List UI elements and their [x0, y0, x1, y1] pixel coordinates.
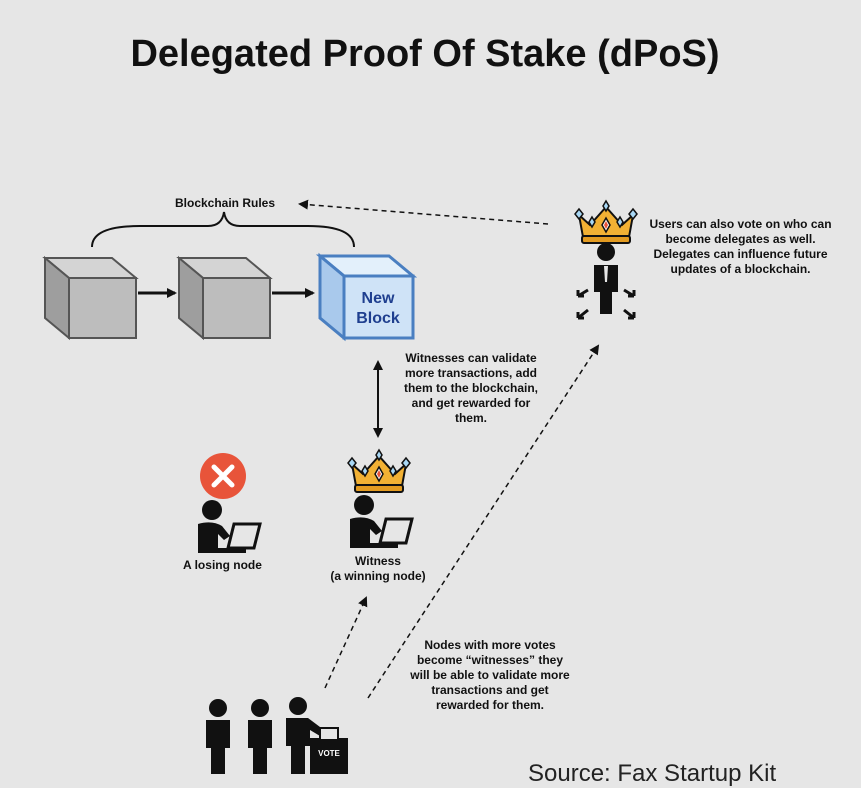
laptop-person-icon	[198, 500, 262, 553]
nodes-votes-note: Nodes with more votes become “witnesses”…	[410, 638, 570, 712]
witness-label: Witness (a winning node)	[318, 554, 438, 584]
block-1	[42, 255, 139, 341]
blockchain-rules-brace	[91, 211, 355, 248]
crown-icon	[347, 448, 411, 493]
new-block-label-line2: Block	[356, 310, 400, 327]
losing-node-label: A losing node	[183, 558, 262, 572]
block-2	[176, 255, 273, 341]
new-block: New Block	[315, 252, 418, 342]
users-vote-note: Users can also vote on who can become de…	[649, 217, 832, 276]
ballot-label: VOTE	[318, 749, 340, 758]
voters-to-witness-arrow	[324, 596, 368, 689]
winning-node-subtitle: (a winning node)	[330, 569, 426, 583]
page-title: Delegated Proof Of Stake (dPoS)	[130, 33, 720, 75]
x-badge-icon	[200, 453, 246, 499]
blockchain-rules-label: Blockchain Rules	[174, 196, 276, 210]
witness-title: Witness	[355, 554, 401, 568]
new-block-label-line1: New	[362, 290, 395, 307]
ballot-box-icon: VOTE	[310, 727, 348, 774]
crown-icon	[574, 199, 638, 244]
voters-icon	[206, 697, 324, 774]
witness-validate-note: Witnesses can validate more transactions…	[403, 351, 538, 425]
laptop-person-icon	[350, 495, 414, 548]
source-credit: Source: Fax Startup Kit	[528, 760, 777, 787]
delegate-to-rules-arrow	[298, 199, 549, 225]
delegate-person-icon	[576, 243, 636, 320]
voters-to-delegate-arrow	[367, 344, 600, 699]
